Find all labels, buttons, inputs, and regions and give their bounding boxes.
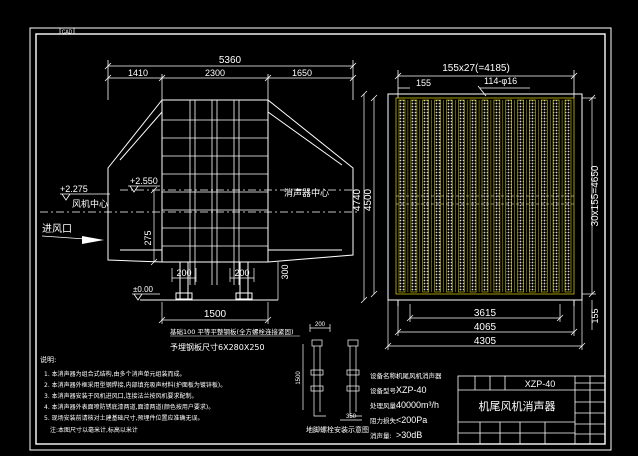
anchor-bolt-detail: 200 1500 350 地脚螺栓安装示意图 — [296, 322, 369, 434]
drawing-title: 机尾风机消声器 — [479, 399, 556, 413]
dim-1500: 1500 — [204, 309, 227, 320]
notes-block: 说明: 1. 本消声器为组合式结构,由多个消声单元组装而成。 2. 本消声器外框… — [40, 355, 226, 434]
bolt-caption: 地脚螺栓安装示意图 — [306, 425, 369, 434]
note-line-2: 2. 本消声器外框采用型钢焊接,内部填充吸声材料(护面板为镀锌板)。 — [44, 381, 226, 389]
specs-block: 设备名称: 机尾风机消声器 设备型号: XZP-40 处理风量: 40000m³… — [370, 371, 442, 440]
dim-bottom-2: 4065 — [474, 322, 497, 333]
foundation-note-2: 予埋钢板尺寸6X280X250 — [170, 342, 265, 352]
dim-300: 300 — [280, 264, 290, 279]
frame-tag: CAD — [59, 27, 75, 36]
internal-frame-lattice — [162, 100, 268, 285]
front-outer-frame — [387, 93, 583, 301]
dim-275: 275 — [143, 230, 153, 245]
spec-name-value: 机尾风机消声器 — [396, 371, 442, 380]
elev-inlet: +2.275 — [60, 184, 88, 194]
dim-holes: 114-φ16 — [484, 76, 517, 86]
note-line-5: 5. 现场安装前请核对土建基础尺寸,预埋件位置应准确无误。 — [44, 414, 204, 422]
inlet-center-label: 风机中心 — [72, 198, 108, 210]
note-line-1: 1. 本消声器为组合式结构,由多个消声单元组装而成。 — [44, 370, 186, 378]
silencer-center-label: 消声器中心 — [284, 187, 329, 199]
spec-model-value: XZP-40 — [396, 385, 427, 395]
dim-left: 1410 — [128, 68, 148, 78]
dim-bottom-3: 4305 — [474, 336, 497, 347]
dim-front-155: 155 — [416, 78, 431, 88]
drawing-number: XZP-40 — [525, 379, 556, 389]
spec-flow-label: 处理风量: — [370, 401, 398, 410]
dim-200-right: 200 — [234, 268, 249, 278]
frame-tag-text: CAD — [62, 30, 73, 36]
dim-200-left: 200 — [176, 268, 191, 278]
elev-center: +2.550 — [130, 176, 158, 186]
title-block — [457, 375, 606, 445]
elev-zero: ±0.00 — [133, 285, 154, 294]
note-line-3: 3. 本消声器安装于风机进风口,连接法兰按风机要求配制。 — [44, 392, 198, 400]
absorber-panels — [398, 99, 572, 293]
bolt-dim-side: 1500 — [296, 371, 302, 385]
sheet-frame — [29, 27, 612, 451]
bolt-dim-bottom: 350 — [346, 414, 357, 420]
inlet-arrow-icon — [82, 236, 104, 244]
spec-model-label: 设备型号: — [370, 386, 398, 395]
note-line-4: 4. 本消声器外表面喷防锈底漆两道,面漆两道(颜色按用户要求)。 — [44, 403, 214, 411]
dim-side: 30x155=4650 — [590, 165, 601, 226]
dim-right: 1650 — [292, 68, 312, 78]
spec-pressure-value: <200Pa — [396, 415, 427, 425]
side-view: 5360 1410 2300 1650 — [40, 55, 360, 352]
notes-footer: 注:本图尺寸以毫米计,标高以米计 — [50, 426, 138, 434]
foundation-note-1: 基础100 平等平整钢板(全方螺栓连接紧固) — [170, 327, 294, 336]
spec-noise-value: >30dB — [396, 430, 422, 440]
dim-total: 5360 — [219, 55, 242, 66]
notes-title: 说明: — [40, 355, 56, 364]
spec-pressure-label: 阻力损失: — [370, 416, 398, 425]
inlet-label: 进风口 — [42, 223, 72, 235]
spec-name-label: 设备名称: — [370, 371, 398, 380]
dim-height-inner: 4500 — [363, 188, 374, 211]
front-view: 155x27(=4185) 155 114-φ16 4740 4500 — [352, 63, 601, 350]
dim-front-top: 155x27(=4185) — [442, 63, 510, 74]
dim-mid: 2300 — [205, 68, 225, 78]
dim-bottom-1: 3615 — [474, 308, 497, 319]
spec-flow-value: 40000m³/h — [396, 400, 439, 410]
spec-noise-label: 消声量: — [370, 431, 392, 440]
dim-height-outer: 4740 — [352, 188, 363, 211]
dim-155-right: 155 — [590, 308, 600, 323]
support-legs — [140, 261, 278, 301]
bolt-dim-top: 200 — [315, 322, 326, 328]
